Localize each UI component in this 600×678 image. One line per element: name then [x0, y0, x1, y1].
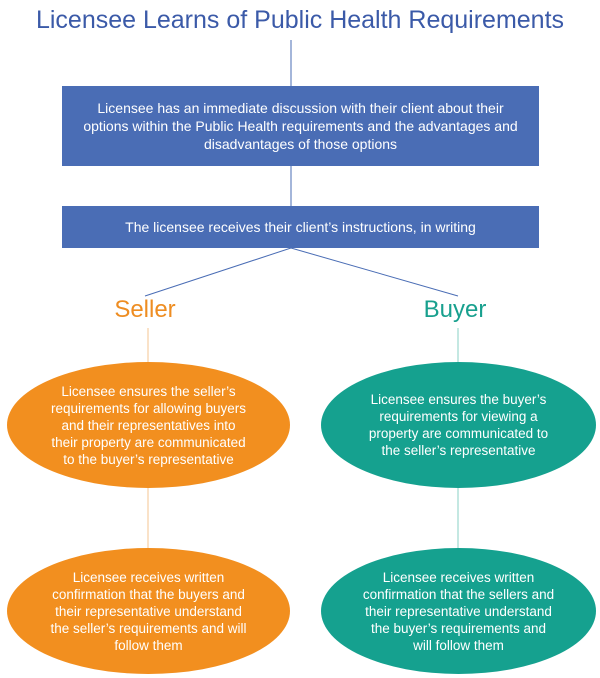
seller-step2-text: Licensee receives written confirmation t… [50, 569, 247, 653]
instructions-box: The licensee receives their client’s ins… [62, 206, 539, 248]
connector-instructions-to-buyer [290, 247, 459, 297]
discussion-text: Licensee has an immediate discussion wit… [83, 100, 518, 152]
instructions-text: The licensee receives their client’s ins… [125, 219, 476, 235]
connector-instructions-to-seller [144, 247, 292, 297]
buyer-step2-text: Licensee receives written confirmation t… [362, 569, 555, 653]
seller-step2-ellipse: Licensee receives written confirmation t… [7, 548, 290, 674]
seller-label: Seller [114, 296, 176, 323]
buyer-step2-ellipse: Licensee receives written confirmation t… [321, 548, 596, 674]
seller-step1-text: Licensee ensures the seller’s requiremen… [50, 383, 247, 467]
buyer-step1-ellipse: Licensee ensures the buyer’s requirement… [321, 362, 596, 488]
buyer-step1-text: Licensee ensures the buyer’s requirement… [368, 392, 549, 458]
discussion-box: Licensee has an immediate discussion wit… [62, 86, 539, 166]
diagram-title: Licensee Learns of Public Health Require… [35, 6, 565, 34]
buyer-label: Buyer [423, 296, 487, 323]
seller-step1-ellipse: Licensee ensures the seller’s requiremen… [7, 362, 290, 488]
